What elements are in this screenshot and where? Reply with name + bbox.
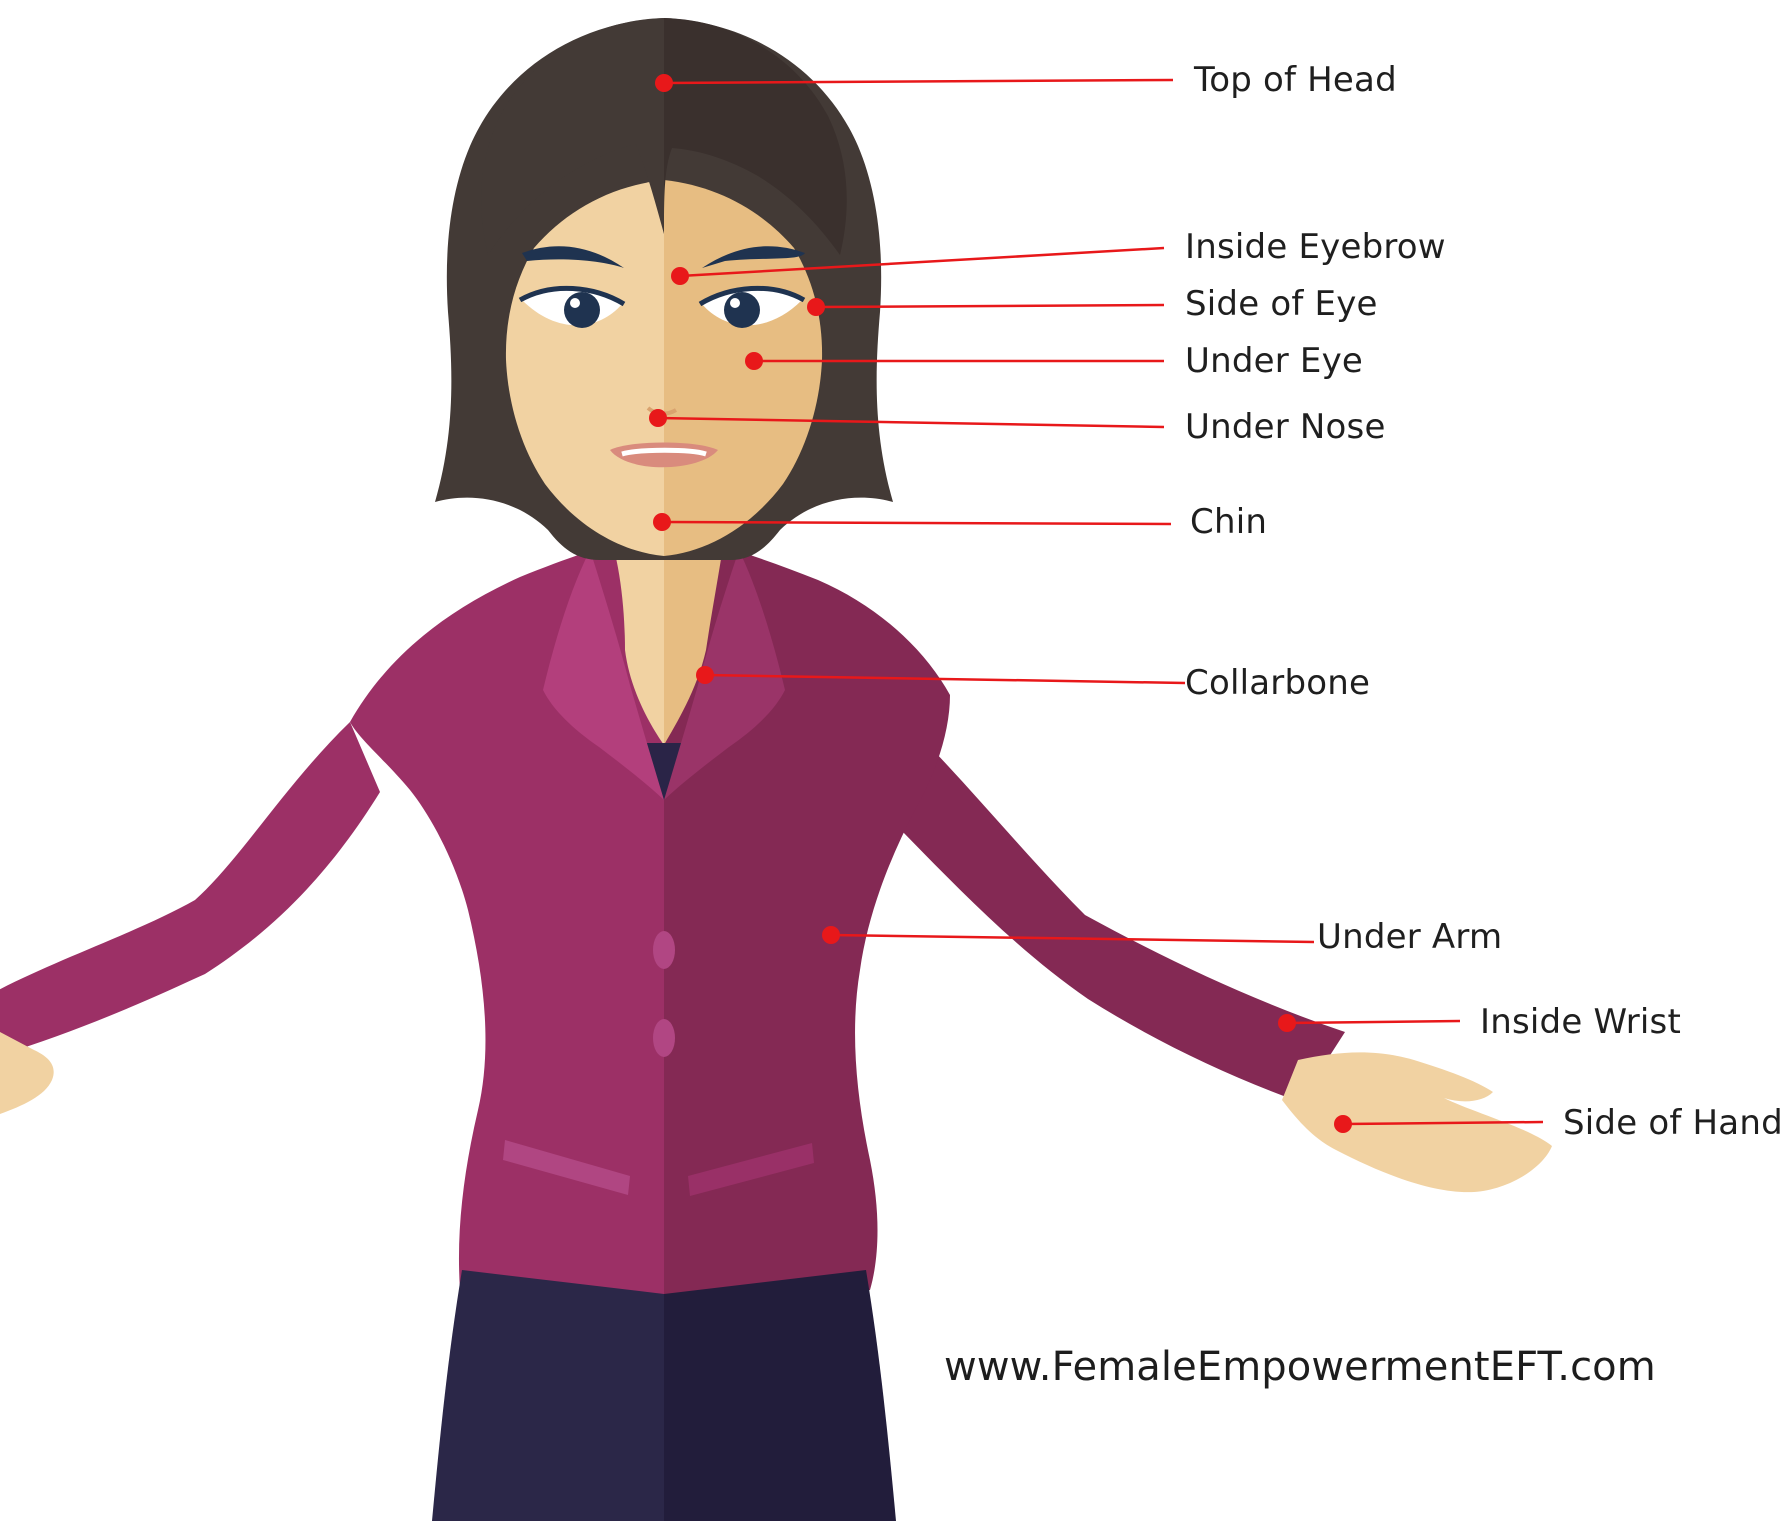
pants-left bbox=[432, 1270, 664, 1521]
iris-left bbox=[564, 292, 600, 328]
website-url: www.FemaleEmpowermentEFT.com bbox=[944, 1344, 1656, 1390]
label-under-arm: Under Arm bbox=[1317, 920, 1502, 954]
button-upper bbox=[653, 931, 675, 969]
pants-right bbox=[664, 1270, 896, 1521]
label-under-eye: Under Eye bbox=[1185, 344, 1363, 378]
label-top-of-head: Top of Head bbox=[1194, 63, 1397, 97]
eye-right-highlight bbox=[730, 298, 740, 308]
label-under-nose: Under Nose bbox=[1185, 410, 1386, 444]
iris-right bbox=[724, 292, 760, 328]
button-lower bbox=[653, 1019, 675, 1057]
label-collarbone: Collarbone bbox=[1185, 666, 1370, 700]
label-chin: Chin bbox=[1190, 505, 1267, 539]
label-side-of-eye: Side of Eye bbox=[1185, 287, 1378, 321]
label-inside-wrist: Inside Wrist bbox=[1480, 1005, 1681, 1039]
eye-left-highlight bbox=[570, 298, 580, 308]
label-side-of-hand: Side of Hand bbox=[1563, 1106, 1782, 1140]
left-sleeve bbox=[0, 722, 380, 1058]
label-inside-eyebrow: Inside Eyebrow bbox=[1185, 230, 1446, 264]
jacket-right-half bbox=[664, 530, 950, 1320]
